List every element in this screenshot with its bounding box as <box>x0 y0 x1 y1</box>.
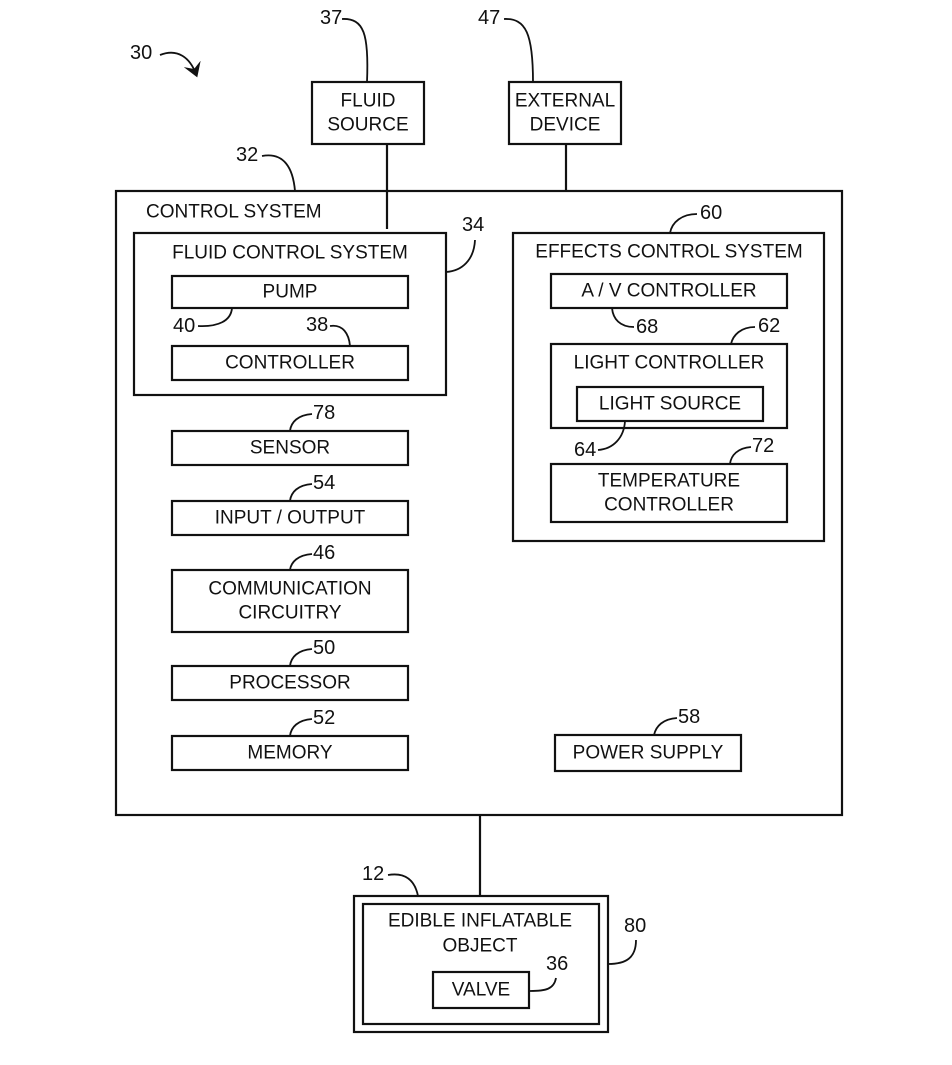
edible-inflatable-object-outer-ref: 80 <box>624 915 646 937</box>
fluid-control-system-ref: 34 <box>462 214 484 236</box>
light-source-box[interactable] <box>575 385 765 423</box>
control-system-block[interactable]: CONTROL SYSTEM 32 <box>114 144 844 817</box>
light-controller-title: LIGHT CONTROLLER <box>574 353 765 374</box>
control-system-title: CONTROL SYSTEM <box>146 202 322 223</box>
effects-control-system-ref: 60 <box>700 202 722 224</box>
av-controller-leader <box>611 307 635 328</box>
figure-reference: 30 <box>130 42 201 78</box>
control-system-leader <box>261 154 296 192</box>
figure-arrow-icon <box>159 51 201 78</box>
processor-block[interactable]: PROCESSOR 50 <box>170 637 410 702</box>
communication-circuitry-label-line1: COMMUNICATION <box>208 579 371 600</box>
effects-control-system-title: EFFECTS CONTROL SYSTEM <box>535 242 802 263</box>
effects-control-system-block[interactable]: EFFECTS CONTROL SYSTEM 60 A / V CONTROLL… <box>511 202 826 543</box>
valve-ref: 36 <box>546 953 568 975</box>
edible-inflatable-object-leader <box>387 873 419 897</box>
av-controller-box[interactable] <box>549 272 789 310</box>
temperature-controller-ref: 72 <box>752 435 774 457</box>
fluid-control-system-leader <box>445 239 476 273</box>
fluid-source-leader <box>341 18 369 83</box>
control-system-ref: 32 <box>236 144 258 166</box>
sensor-block[interactable]: SENSOR 78 <box>170 402 410 467</box>
input-output-block[interactable]: INPUT / OUTPUT 54 <box>170 472 410 537</box>
controller-ref: 38 <box>306 314 328 336</box>
sensor-box[interactable] <box>170 429 410 467</box>
power-supply-label: POWER SUPPLY <box>573 743 724 764</box>
power-supply-box[interactable] <box>553 733 743 773</box>
control-system-box[interactable] <box>114 189 844 817</box>
pump-label: PUMP <box>263 282 318 303</box>
external-device-leader <box>503 18 534 83</box>
communication-circuitry-label-line2: CIRCUITRY <box>238 603 341 624</box>
communication-circuitry-ref: 46 <box>313 542 335 564</box>
light-controller-leader <box>730 326 756 345</box>
edible-inflatable-object-outer-leader <box>607 939 637 965</box>
fluid-source-ref: 37 <box>320 7 342 29</box>
controller-label: CONTROLLER <box>225 353 355 374</box>
external-device-label-line2: DEVICE <box>530 115 601 136</box>
communication-circuitry-block[interactable]: COMMUNICATION CIRCUITRY 46 <box>170 542 410 634</box>
figure-ref-number: 30 <box>130 42 152 64</box>
processor-ref: 50 <box>313 637 335 659</box>
power-supply-block[interactable]: POWER SUPPLY 58 <box>553 706 743 773</box>
memory-leader <box>289 718 313 737</box>
light-controller-ref: 62 <box>758 315 780 337</box>
processor-box[interactable] <box>170 664 410 702</box>
fluid-source-label-line1: FLUID <box>341 91 396 112</box>
sensor-leader <box>289 413 313 432</box>
pump-ref: 40 <box>173 315 195 337</box>
valve-leader <box>529 977 557 992</box>
edible-inflatable-object-block[interactable]: EDIBLE INFLATABLE OBJECT 12 80 VALVE 36 <box>352 863 646 1034</box>
light-source-leader <box>597 420 626 451</box>
av-controller-ref: 68 <box>636 316 658 338</box>
valve-label: VALVE <box>452 980 510 1001</box>
light-source-ref: 64 <box>574 439 596 461</box>
external-device-ref: 47 <box>478 7 500 29</box>
temperature-controller-leader <box>729 446 752 465</box>
fluid-control-system-block[interactable]: FLUID CONTROL SYSTEM 34 PUMP 40 CONTROLL… <box>132 214 484 397</box>
fluid-control-system-title: FLUID CONTROL SYSTEM <box>172 243 408 264</box>
edible-inflatable-object-ref: 12 <box>362 863 384 885</box>
controller-box[interactable] <box>170 344 410 382</box>
temperature-controller-label-line1: TEMPERATURE <box>598 471 740 492</box>
edible-inflatable-object-label-line1: EDIBLE INFLATABLE <box>388 911 572 932</box>
memory-label: MEMORY <box>247 743 332 764</box>
sensor-ref: 78 <box>313 402 335 424</box>
effects-control-system-leader <box>669 213 698 234</box>
av-controller-label: A / V CONTROLLER <box>581 281 756 302</box>
memory-ref: 52 <box>313 707 335 729</box>
communication-circuitry-leader <box>289 553 313 571</box>
memory-block[interactable]: MEMORY 52 <box>170 707 410 772</box>
sensor-label: SENSOR <box>250 438 330 459</box>
external-device-label-line1: EXTERNAL <box>515 91 615 112</box>
temperature-controller-label-line2: CONTROLLER <box>604 495 734 516</box>
input-output-leader <box>289 483 313 502</box>
pump-leader <box>197 307 233 327</box>
external-device-box[interactable] <box>507 80 623 146</box>
temperature-controller-box[interactable] <box>549 462 789 524</box>
processor-label: PROCESSOR <box>229 673 350 694</box>
fluid-source-label-line2: SOURCE <box>327 115 408 136</box>
input-output-box[interactable] <box>170 499 410 537</box>
power-supply-ref: 58 <box>678 706 700 728</box>
pump-box[interactable] <box>170 274 410 310</box>
external-device-block[interactable]: EXTERNAL DEVICE 47 <box>478 7 623 146</box>
valve-box[interactable] <box>431 970 531 1010</box>
edible-inflatable-object-label-line2: OBJECT <box>443 936 518 957</box>
input-output-ref: 54 <box>313 472 335 494</box>
processor-leader <box>289 648 313 667</box>
power-supply-leader <box>653 717 678 736</box>
fluid-source-block[interactable]: FLUID SOURCE 37 <box>310 7 426 146</box>
light-source-label: LIGHT SOURCE <box>599 394 741 415</box>
input-output-label: INPUT / OUTPUT <box>215 508 366 529</box>
controller-leader <box>329 324 351 347</box>
fluid-source-box[interactable] <box>310 80 426 146</box>
